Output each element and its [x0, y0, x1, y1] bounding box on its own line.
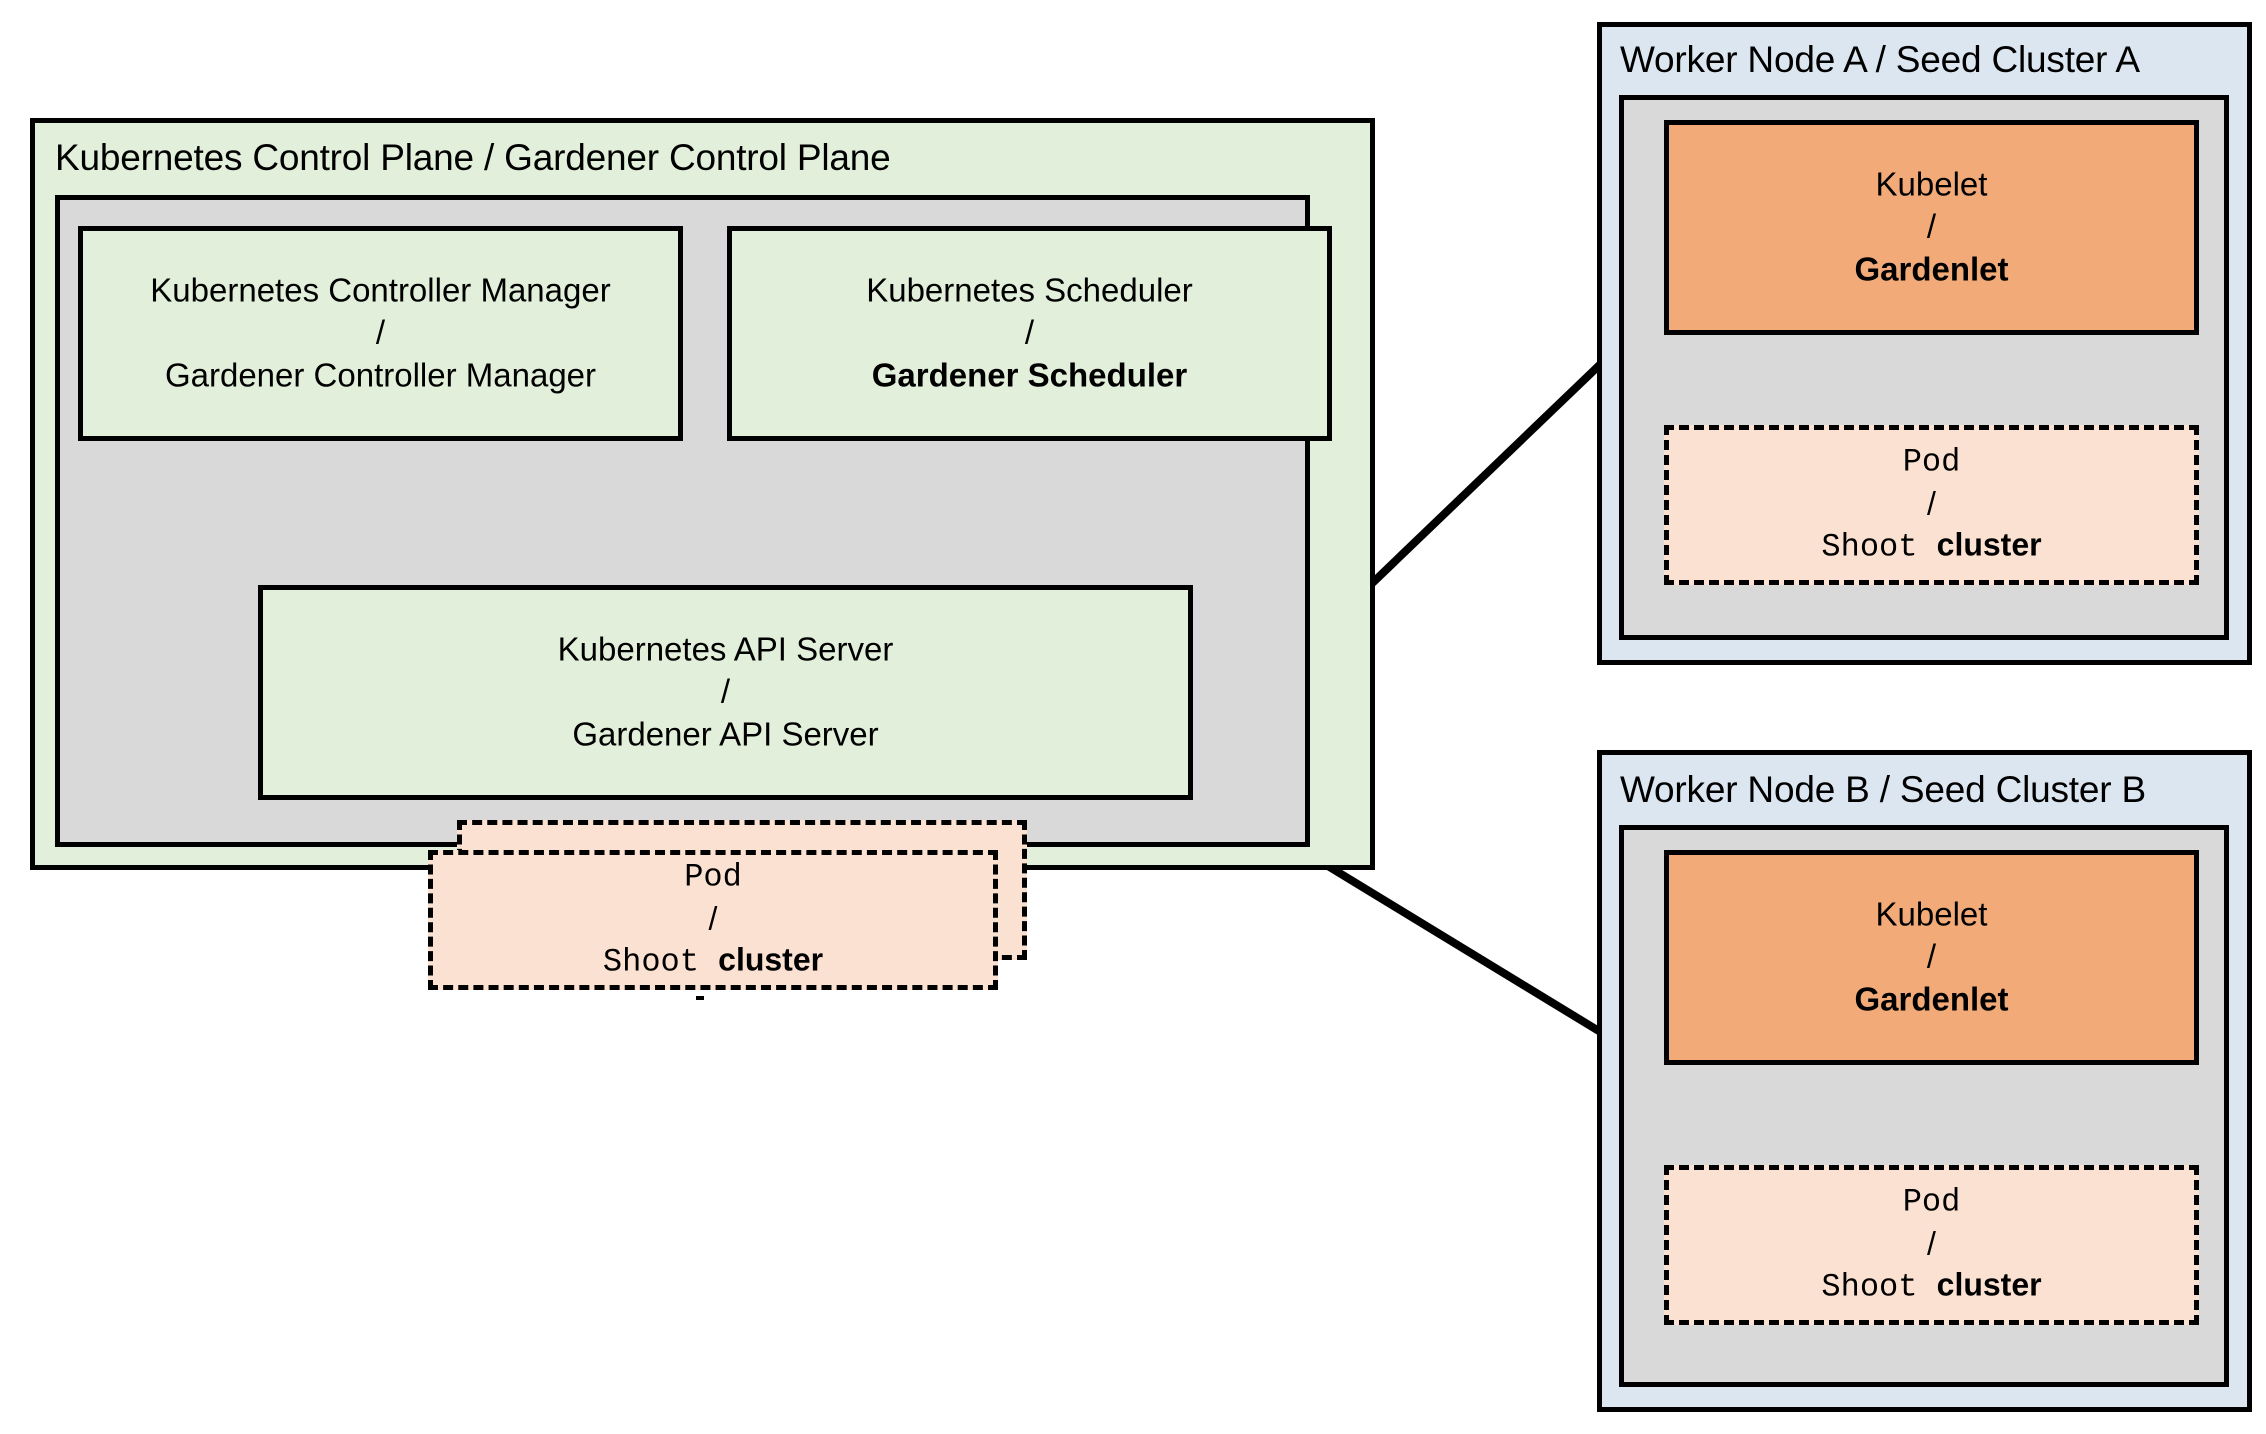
worker-node-a-pod-line1: Pod [1902, 443, 1961, 481]
worker-node-b-pod-text: Pod / Shoot cluster [1669, 1182, 2194, 1309]
kubernetes-controller-manager-box[interactable]: Kubernetes Controller Manager / Gardener… [78, 226, 683, 441]
worker-node-b-kubelet-line1: Kubelet [1875, 895, 1988, 933]
worker-node-b-pod-line2-bold: cluster [1936, 1266, 2042, 1303]
api-server-line1: Kubernetes API Server [557, 630, 894, 668]
worker-node-a-pod-text: Pod / Shoot cluster [1669, 442, 2194, 569]
worker-node-a-pod-line2-mono: Shoot [1821, 528, 1937, 566]
control-plane-pod-box[interactable]: Pod / Shoot cluster [428, 850, 998, 990]
control-plane-pod-separator: / [708, 900, 718, 937]
worker-node-b-pod-box[interactable]: Pod / Shoot cluster [1664, 1165, 2199, 1325]
scheduler-text: Kubernetes Scheduler / Gardener Schedule… [732, 269, 1327, 398]
worker-node-b-pod-line2-mono: Shoot [1821, 1268, 1937, 1306]
worker-node-b-pod-separator: / [1927, 1225, 1936, 1262]
control-plane-pod-line1: Pod [684, 858, 742, 896]
api-server-text: Kubernetes API Server / Gardener API Ser… [263, 628, 1188, 757]
scheduler-line2: Gardener Scheduler [871, 356, 1188, 394]
control-plane-pod-text: Pod / Shoot cluster [433, 857, 993, 984]
control-plane-pod-line2-bold: cluster [718, 941, 824, 978]
worker-node-b-gardenlet-separator: / [1926, 938, 1937, 976]
worker-node-b-gardenlet-line2: Gardenlet [1854, 980, 2009, 1018]
worker-node-a-kubelet-line1: Kubelet [1875, 165, 1988, 203]
worker-node-b-gardenlet-box[interactable]: Kubelet / Gardenlet [1664, 850, 2199, 1065]
scheduler-line1: Kubernetes Scheduler [866, 271, 1193, 309]
kubernetes-scheduler-box[interactable]: Kubernetes Scheduler / Gardener Schedule… [727, 226, 1332, 441]
controller-manager-separator: / [375, 314, 386, 352]
worker-node-b-gardenlet-text: Kubelet / Gardenlet [1669, 893, 2194, 1022]
worker-node-b-title: Worker Node B / Seed Cluster B [1620, 769, 2146, 810]
worker-node-a-container: Worker Node A / Seed Cluster A Kubelet /… [1597, 22, 2252, 665]
worker-node-a-pod-box[interactable]: Pod / Shoot cluster [1664, 425, 2199, 585]
kubernetes-api-server-box[interactable]: Kubernetes API Server / Gardener API Ser… [258, 585, 1193, 800]
worker-node-b-pod-line1: Pod [1902, 1183, 1961, 1221]
api-server-line2: Gardener API Server [572, 715, 879, 753]
worker-node-a-pod-separator: / [1927, 485, 1936, 522]
worker-node-a-gardenlet-text: Kubelet / Gardenlet [1669, 163, 2194, 292]
scheduler-separator: / [1024, 314, 1035, 352]
controller-manager-line2: Gardener Controller Manager [164, 356, 597, 394]
controller-manager-text: Kubernetes Controller Manager / Gardener… [83, 269, 678, 398]
worker-node-a-pod-line2-bold: cluster [1936, 526, 2042, 563]
control-plane-container: Kubernetes Control Plane / Gardener Cont… [30, 118, 1375, 990]
control-plane-pod-line2-mono: Shoot [602, 943, 719, 981]
worker-node-a-gardenlet-box[interactable]: Kubelet / Gardenlet [1664, 120, 2199, 335]
controller-manager-line1: Kubernetes Controller Manager [150, 271, 611, 309]
worker-node-a-title: Worker Node A / Seed Cluster A [1620, 39, 2140, 80]
control-plane-inner-panel: Kubernetes Controller Manager / Gardener… [55, 195, 1332, 990]
worker-node-a-inner-panel: Kubelet / Gardenlet Pod / Shoot cluster [1619, 95, 2229, 640]
worker-node-a-gardenlet-line2: Gardenlet [1854, 250, 2009, 288]
worker-node-b-inner-panel: Kubelet / Gardenlet Pod / Shoot cluster [1619, 825, 2229, 1387]
worker-node-b-container: Worker Node B / Seed Cluster B Kubelet /… [1597, 750, 2252, 1412]
control-plane-title: Kubernetes Control Plane / Gardener Cont… [55, 137, 891, 178]
worker-node-a-gardenlet-separator: / [1926, 208, 1937, 246]
api-server-separator: / [720, 673, 731, 711]
